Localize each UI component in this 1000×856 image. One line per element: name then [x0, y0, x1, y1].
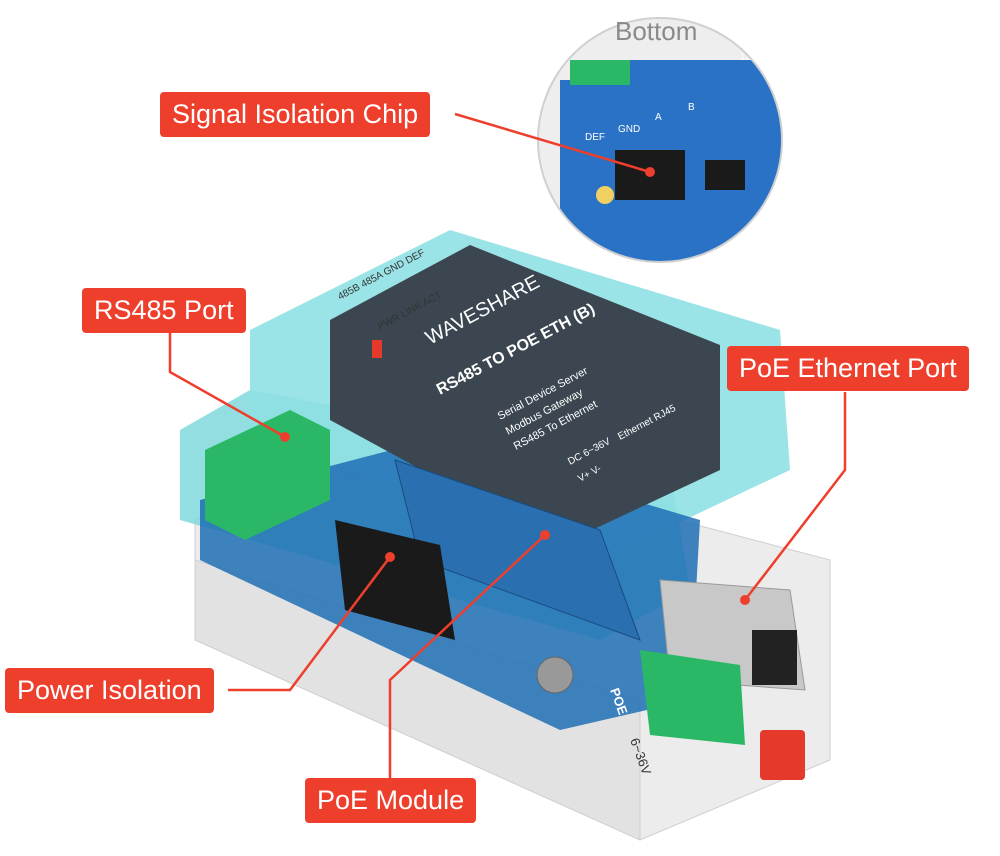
poe-module-board — [394, 459, 641, 641]
rs485-terminal — [205, 410, 330, 540]
label-panel — [330, 245, 720, 545]
pcb-label-gnd: GND — [618, 124, 640, 135]
callout-signal-isolation-chip: Signal Isolation Chip — [160, 92, 431, 137]
power-terminal — [640, 650, 745, 745]
pcb-label-a: A — [655, 112, 662, 123]
callout-poe-module: PoE Module — [305, 778, 477, 823]
pcb-label-b: B — [688, 102, 695, 113]
leader-lines — [168, 112, 847, 778]
power-isolation-module — [335, 520, 455, 640]
callout-rs485-port: RS485 Port — [82, 288, 246, 333]
rj45-opening — [752, 630, 797, 685]
leader-dots — [280, 167, 750, 605]
din-clip — [760, 730, 805, 780]
inset-border — [537, 17, 783, 263]
inset-title: Bottom — [615, 16, 698, 46]
callout-power-isolation: Power Isolation — [5, 668, 214, 713]
pcb-label-def: DEF — [585, 132, 605, 143]
power-led — [372, 340, 382, 358]
callout-poe-ethernet-port: PoE Ethernet Port — [727, 346, 969, 391]
capacitor — [536, 656, 574, 694]
